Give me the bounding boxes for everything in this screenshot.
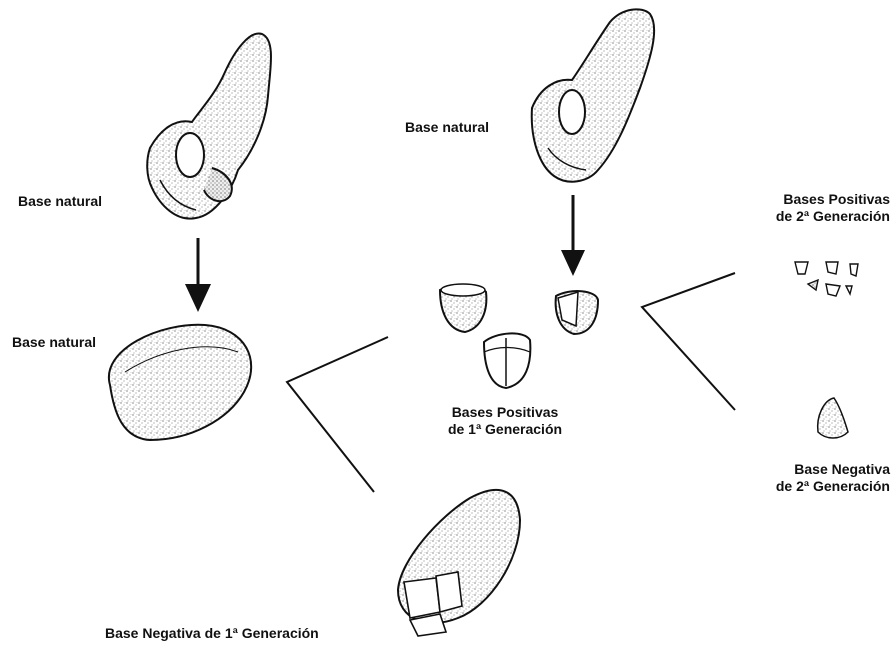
flake-positive-1st-a xyxy=(440,284,486,332)
label-positive-1st-line2: de 1ª Generación xyxy=(420,421,590,438)
arrow-down-icon xyxy=(185,238,211,312)
core-negative-1st xyxy=(398,490,520,636)
core-negative-2nd xyxy=(818,398,848,438)
label-natural-base-left: Base natural xyxy=(18,193,102,210)
bracket-lines-center xyxy=(287,337,388,492)
label-positive-1st-line1: Bases Positivas xyxy=(420,404,590,421)
bracket-lines-right xyxy=(642,273,735,410)
label-positive-2nd: Bases Positivas de 2ª Generación xyxy=(730,191,890,225)
arrow-down-icon xyxy=(561,195,585,276)
label-positive-1st: Bases Positivas de 1ª Generación xyxy=(420,404,590,438)
flake-positive-1st-b xyxy=(556,291,598,334)
label-negative-2nd-line1: Base Negativa xyxy=(730,461,890,478)
label-positive-2nd-line1: Bases Positivas xyxy=(730,191,890,208)
label-negative-2nd: Base Negativa de 2ª Generación xyxy=(730,461,890,495)
hand-icon xyxy=(532,9,654,181)
label-natural-base-cobble: Base natural xyxy=(12,334,96,351)
label-negative-2nd-line2: de 2ª Generación xyxy=(730,478,890,495)
label-positive-2nd-line2: de 2ª Generación xyxy=(730,208,890,225)
hand-icon xyxy=(147,33,271,218)
flake-positive-1st-c xyxy=(484,333,530,388)
cobble-natural-base xyxy=(109,325,251,440)
label-natural-base-right: Base natural xyxy=(405,119,489,136)
label-negative-1st: Base Negativa de 1ª Generación xyxy=(105,625,319,642)
flakes-positive-2nd xyxy=(795,262,858,296)
